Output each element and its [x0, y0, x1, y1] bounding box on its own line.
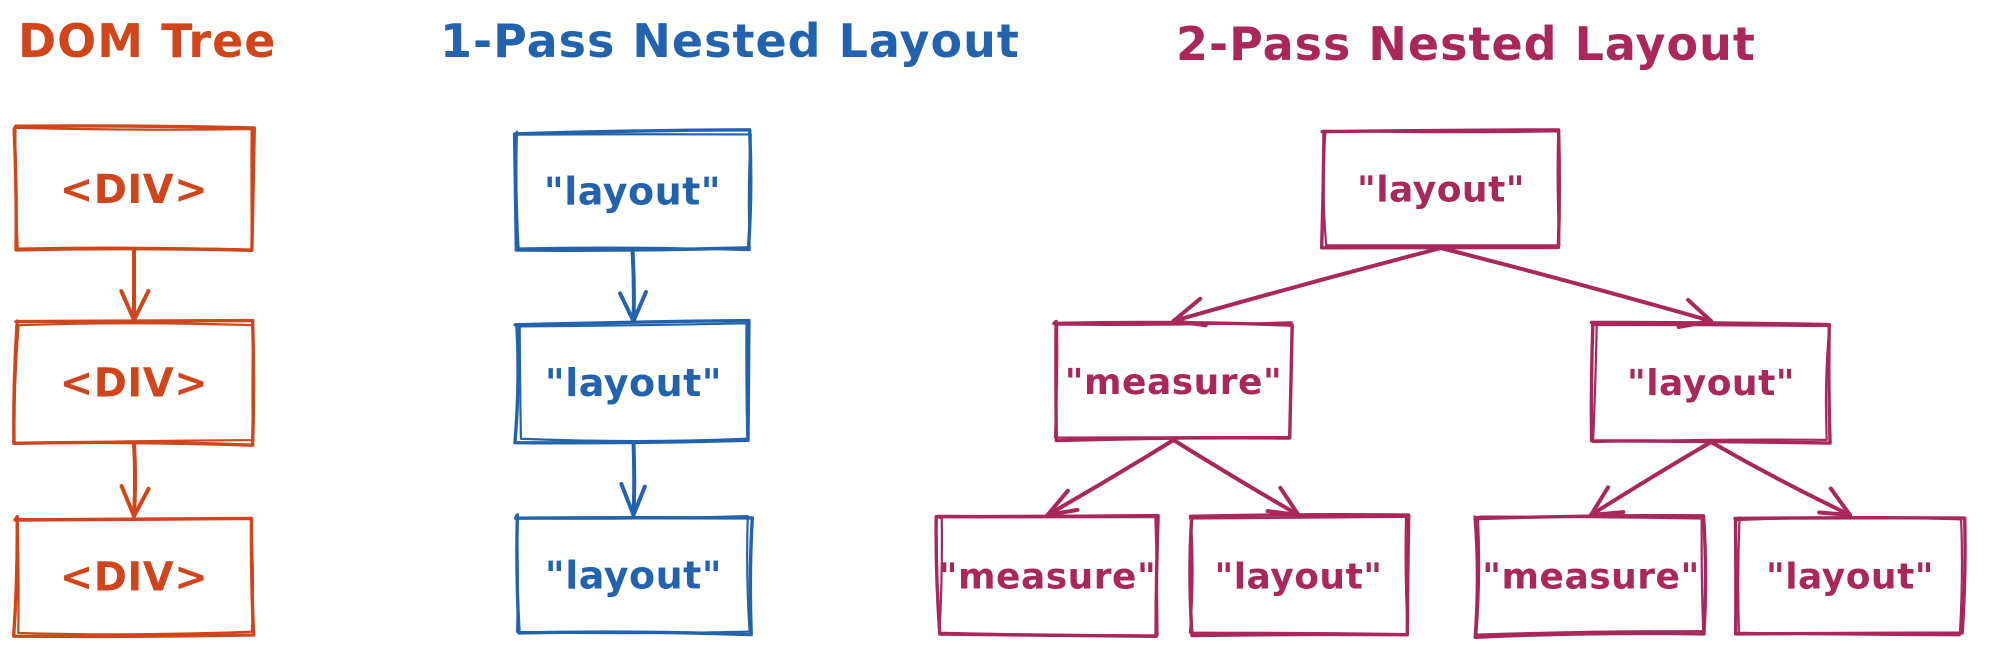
edge-arrowhead	[619, 481, 647, 517]
node-box-outline-2	[1735, 516, 1964, 637]
node-box-outline-2	[13, 516, 255, 636]
node-leaf-layout-2: "layout"	[1733, 516, 1967, 637]
node-label-div-1: <DIV>	[60, 167, 209, 213]
node-div-3: <DIV>	[11, 514, 256, 639]
node-layout-1: "layout"	[512, 128, 753, 252]
edge-arrowhead	[119, 484, 151, 518]
node-label-mid-measure: "measure"	[1065, 362, 1282, 403]
node-box-outline-2	[1475, 515, 1705, 636]
node-layout-3: "layout"	[513, 513, 754, 637]
section-dom-tree: DOM Tree <DIV> <DIV> <DIV>	[11, 14, 276, 639]
edge-arrowhead	[1589, 485, 1626, 517]
edge-arrowhead	[1045, 488, 1080, 517]
node-box-outline	[1473, 513, 1708, 640]
edge-arrowhead	[618, 289, 648, 323]
node-label-leaf-measure-1: "measure"	[939, 557, 1156, 598]
node-box-outline	[1319, 128, 1562, 250]
edge-line	[1045, 438, 1176, 517]
node-box-outline-2	[1592, 323, 1831, 444]
node-label-layout-1: "layout"	[544, 169, 721, 213]
edge-arrowhead	[1265, 485, 1301, 517]
node-box-outline	[513, 318, 751, 445]
edge-arrowhead	[119, 288, 151, 322]
node-box-outline-2	[518, 322, 749, 443]
node-leaf-measure-1: "measure"	[934, 513, 1160, 639]
edge-line	[1589, 440, 1713, 517]
node-box-outline-2	[937, 516, 1159, 637]
edge-mid-layout-to-leaf-measure-2	[1589, 440, 1713, 517]
section-two-pass-nested-layout: 2-Pass Nested Layout "layout" "measure" "la…	[934, 17, 1967, 640]
node-label-div-2: <DIV>	[60, 361, 209, 407]
edge-root-layout-to-mid-measure	[1171, 246, 1443, 328]
node-label-layout-3: "layout"	[545, 553, 722, 597]
edge-div-1-to-div-2	[119, 248, 151, 322]
edge-line	[1709, 440, 1852, 517]
edge-line	[630, 248, 636, 323]
node-box-outline	[1589, 320, 1832, 445]
node-label-leaf-layout-2: "layout"	[1766, 557, 1934, 598]
node-box-outline-2	[513, 130, 752, 252]
node-div-1: <DIV>	[12, 124, 256, 252]
node-box-outline	[512, 128, 753, 252]
edge-layout-2-to-layout-3	[619, 440, 647, 517]
section-title-dom-tree: DOM Tree	[18, 14, 276, 68]
section-title-one-pass-nested-layout: 1-Pass Nested Layout	[440, 14, 1020, 68]
section-one-pass-nested-layout: 1-Pass Nested Layout "layout" "layout" "lay…	[440, 14, 1020, 637]
node-layout-2: "layout"	[513, 318, 751, 445]
edge-line	[1171, 438, 1301, 517]
edge-mid-layout-to-leaf-layout-2	[1709, 440, 1852, 517]
node-leaf-measure-2: "measure"	[1473, 513, 1708, 640]
node-label-div-3: <DIV>	[60, 555, 209, 601]
edge-arrowhead	[1171, 296, 1208, 328]
node-mid-measure: "measure"	[1052, 319, 1294, 443]
node-root-layout: "layout"	[1319, 128, 1562, 250]
node-label-leaf-measure-2: "measure"	[1482, 557, 1699, 598]
node-box-outline-2	[515, 515, 751, 635]
node-label-root-layout: "layout"	[1357, 170, 1525, 211]
node-label-mid-layout: "layout"	[1627, 363, 1795, 404]
edge-div-2-to-div-3	[119, 441, 151, 518]
edge-mid-measure-to-leaf-layout-1	[1171, 438, 1301, 517]
section-title-two-pass-nested-layout: 2-Pass Nested Layout	[1176, 17, 1756, 71]
edge-root-layout-to-mid-layout	[1439, 246, 1713, 330]
edge-layout-1-to-layout-2	[618, 248, 648, 323]
node-label-leaf-layout-1: "layout"	[1214, 557, 1382, 598]
edge-line	[132, 441, 138, 518]
node-box-outline-2	[1188, 515, 1409, 636]
node-box-outline-2	[13, 126, 253, 251]
edge-line	[1439, 246, 1713, 323]
node-box-outline-2	[1322, 129, 1561, 247]
node-box-outline-2	[13, 322, 255, 445]
edge-arrowhead	[1676, 297, 1713, 330]
edge-line	[631, 440, 637, 517]
node-label-layout-2: "layout"	[545, 361, 722, 405]
edge-line	[1171, 246, 1443, 323]
node-div-2: <DIV>	[12, 318, 256, 447]
node-mid-layout: "layout"	[1589, 320, 1832, 445]
node-leaf-layout-1: "layout"	[1188, 513, 1411, 638]
edge-arrowhead	[1817, 486, 1852, 517]
edge-mid-measure-to-leaf-measure-1	[1045, 438, 1176, 517]
